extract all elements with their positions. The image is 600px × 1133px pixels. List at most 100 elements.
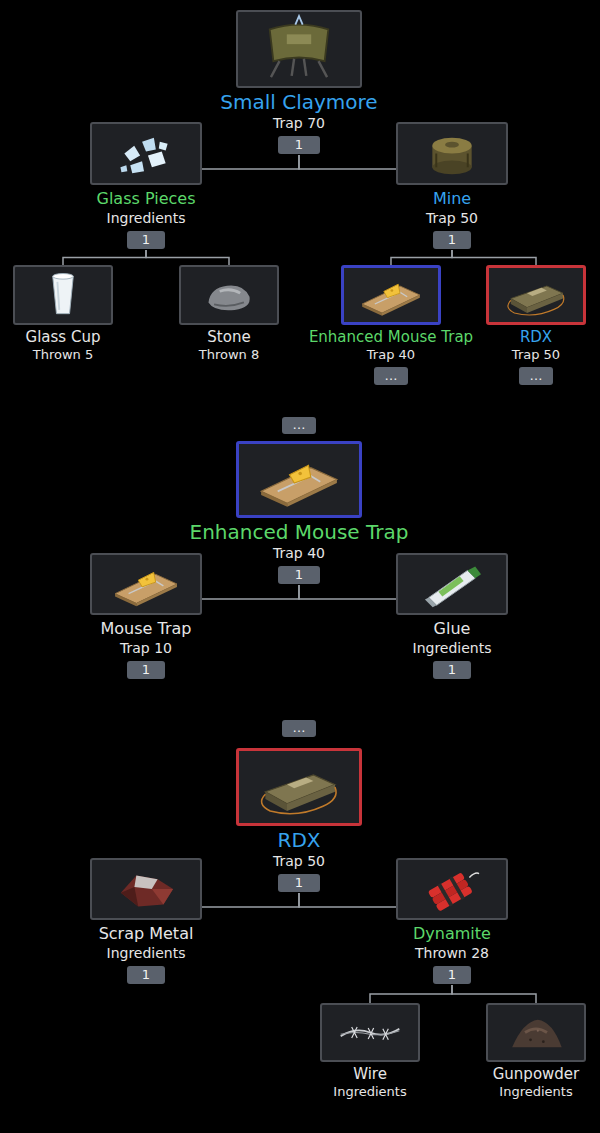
item-picture — [261, 465, 337, 506]
item-name: RDX — [520, 328, 552, 346]
item-picture — [239, 751, 359, 823]
item-node: DynamiteThrown 281 — [396, 858, 508, 984]
count-text: 1 — [295, 567, 303, 582]
item-picture — [15, 267, 111, 323]
item-picture — [92, 124, 200, 183]
more-text: … — [293, 417, 306, 432]
item-picture — [239, 444, 359, 515]
item-picture — [398, 555, 506, 613]
item-picture — [208, 285, 249, 310]
item-category: Trap 50 — [426, 209, 478, 227]
item-name: Stone — [207, 328, 250, 346]
item-node: Enhanced Mouse TrapTrap 40 1 — [190, 441, 409, 584]
count-text: … — [530, 368, 543, 383]
item-picture — [489, 268, 583, 322]
item-picture — [512, 1020, 562, 1047]
count-badge: 1 — [433, 231, 471, 249]
item-icon-box — [236, 441, 362, 518]
count-text: 1 — [142, 662, 150, 677]
item-picture — [121, 875, 173, 906]
recipe-connector — [202, 155, 299, 169]
item-icon-box — [396, 858, 508, 920]
item-icon-box — [236, 10, 362, 88]
item-category: Ingredients — [107, 944, 186, 962]
item-node: GunpowderIngredients — [486, 1003, 586, 1100]
item-category: Trap 50 — [512, 346, 560, 363]
recipe-connector — [391, 250, 452, 265]
item-picture — [432, 138, 471, 174]
item-category: Thrown 8 — [199, 346, 259, 363]
item-picture — [262, 775, 337, 814]
count-text: 1 — [448, 662, 456, 677]
item-name: Small Claymore — [220, 90, 377, 114]
item-name: Gunpowder — [493, 1065, 580, 1083]
more-badge: … — [282, 417, 316, 434]
item-picture — [115, 572, 177, 606]
item-node: MineTrap 50 1 — [396, 122, 508, 249]
item-picture — [344, 268, 438, 322]
item-picture — [427, 871, 479, 912]
item-category: Trap 70 — [273, 114, 325, 132]
recipe-connector — [452, 250, 536, 265]
item-name: Mouse Trap — [101, 619, 192, 639]
item-node: Mouse TrapTrap 10 1 — [90, 553, 202, 679]
recipe-connector — [202, 585, 299, 599]
item-node: Glass CupThrown 5 — [13, 265, 113, 363]
item-picture — [322, 1005, 418, 1060]
item-name: Wire — [353, 1065, 387, 1083]
item-category: Ingredients — [333, 1083, 406, 1100]
item-icon-box — [396, 122, 508, 185]
count-badge: 1 — [278, 136, 320, 154]
item-picture — [120, 138, 167, 173]
count-text: … — [384, 368, 397, 383]
item-icon-box — [486, 1003, 586, 1062]
item-node: RDXTrap 50 … — [486, 265, 586, 385]
item-name: Glass Cup — [26, 328, 101, 346]
item-picture — [238, 12, 360, 86]
item-category: Ingredients — [107, 209, 186, 227]
more-text: … — [293, 720, 306, 735]
recipe-connector — [452, 985, 536, 1003]
item-picture — [53, 274, 74, 314]
item-name: Glass Pieces — [97, 189, 196, 209]
item-picture — [508, 286, 564, 315]
item-name: Enhanced Mouse Trap — [190, 520, 409, 544]
item-name: Glue — [434, 619, 471, 639]
item-picture — [488, 1005, 584, 1060]
recipe-connector — [370, 985, 452, 1003]
item-picture — [341, 1027, 400, 1040]
item-name: Dynamite — [413, 924, 491, 944]
item-picture — [270, 16, 329, 77]
item-icon-box — [486, 265, 586, 325]
count-badge: … — [519, 367, 553, 385]
item-category: Thrown 5 — [33, 346, 93, 363]
item-picture — [92, 860, 200, 918]
count-text: 1 — [448, 232, 456, 247]
item-picture — [92, 555, 200, 613]
item-category: Trap 10 — [120, 639, 172, 657]
item-category: Ingredients — [413, 639, 492, 657]
item-node: GlueIngredients 1 — [396, 553, 508, 679]
item-node: Glass PiecesIngredients1 — [90, 122, 202, 249]
item-icon-box — [396, 553, 508, 615]
count-badge: 1 — [433, 661, 471, 679]
item-picture — [425, 567, 481, 608]
item-node: Scrap MetalIngredients1 — [90, 858, 202, 984]
count-badge: 1 — [127, 661, 165, 679]
item-name: Mine — [433, 189, 471, 209]
item-node: Enhanced Mouse TrapTrap 40… — [309, 265, 473, 385]
item-picture — [181, 267, 277, 323]
item-node: WireIngredients — [320, 1003, 420, 1100]
item-category: Thrown 28 — [415, 944, 489, 962]
item-name: RDX — [278, 828, 321, 852]
item-category: Trap 40 — [367, 346, 415, 363]
count-text: 1 — [295, 137, 303, 152]
count-text: 1 — [142, 967, 150, 982]
item-icon-box — [90, 858, 202, 920]
recipe-connector — [299, 155, 396, 169]
item-icon-box — [13, 265, 113, 325]
more-badge: … — [282, 720, 316, 737]
item-picture — [398, 860, 506, 918]
item-category: Trap 40 — [273, 544, 325, 562]
